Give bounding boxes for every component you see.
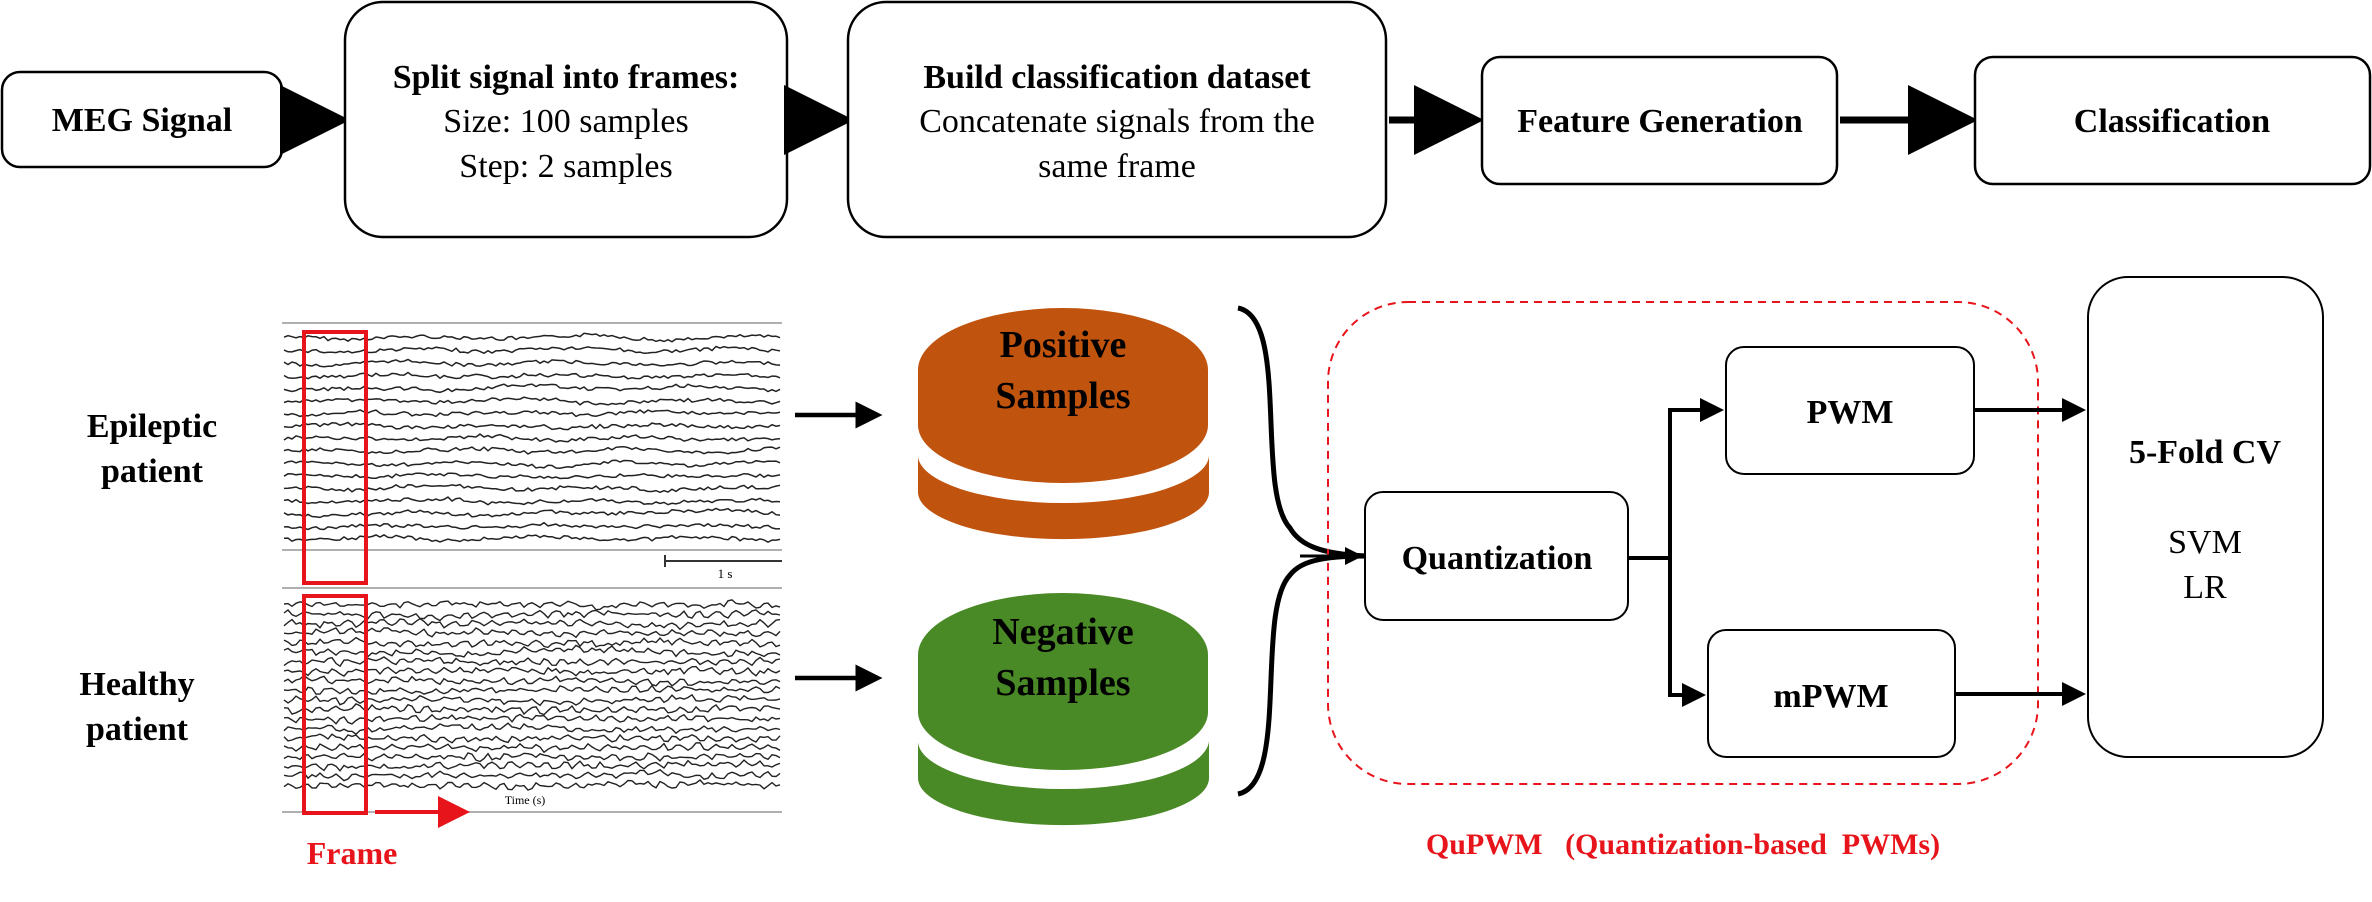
signal-trace xyxy=(283,752,781,763)
signal-trace xyxy=(283,617,781,631)
frame-highlight-epileptic xyxy=(302,330,368,585)
signal-trace xyxy=(283,733,781,744)
mpwm-label: mPWM xyxy=(1773,678,1888,715)
positive-samples-line2: Samples xyxy=(995,375,1130,417)
pwm-label: PWM xyxy=(1807,394,1894,431)
split-frames-size: Size: 100 samples xyxy=(443,103,689,140)
cv-title: 5-Fold CV xyxy=(2129,434,2282,471)
classification-box: Classification xyxy=(1973,55,2372,186)
quantization-box: Quantization xyxy=(1364,491,1629,621)
signal-trace xyxy=(283,345,781,355)
epileptic-meg-traces: 1 s xyxy=(282,322,782,581)
signal-trace xyxy=(283,433,781,443)
split-frames-title: Split signal into frames: xyxy=(393,59,740,96)
time-scale-bar: 1 s xyxy=(664,555,782,581)
feature-generation-label: Feature Generation xyxy=(1517,103,1803,140)
time-axis-label: Time (s) xyxy=(505,793,546,807)
positive-samples-cylinder: Positive Samples xyxy=(918,308,1209,540)
negative-samples-cylinder: Negative Samples xyxy=(918,593,1209,826)
signal-trace xyxy=(283,779,781,791)
mpwm-box: mPWM xyxy=(1707,629,1956,758)
signal-trace xyxy=(283,507,781,519)
meg-signal-label: MEG Signal xyxy=(52,102,232,139)
signal-trace xyxy=(283,713,781,725)
signal-trace xyxy=(283,459,781,469)
negative-samples-line2: Samples xyxy=(995,662,1130,704)
signal-trace xyxy=(283,421,781,431)
signal-trace xyxy=(283,644,781,658)
cv-method-lr: LR xyxy=(2183,569,2227,606)
epileptic-label-line2: patient xyxy=(101,453,204,490)
meg-signal-box: MEG Signal xyxy=(0,70,284,169)
signal-trace xyxy=(283,656,781,668)
signal-trace xyxy=(283,445,781,455)
signal-trace xyxy=(283,599,781,611)
frame-label: Frame xyxy=(307,835,398,871)
signal-trace xyxy=(283,703,781,716)
signal-trace xyxy=(283,396,781,406)
healthy-meg-traces: Time (s) xyxy=(282,587,782,813)
signal-trace xyxy=(283,383,781,394)
signal-trace xyxy=(283,371,781,380)
healthy-label-line1: Healthy xyxy=(79,666,194,703)
signal-trace xyxy=(283,768,781,782)
quantization-label: Quantization xyxy=(1402,540,1593,577)
qupwm-caption: QuPWM (Quantization-based PWMs) xyxy=(1426,828,1940,861)
signal-trace xyxy=(283,332,781,343)
healthy-label-line2: patient xyxy=(86,711,189,748)
branch-to-mpwm xyxy=(1668,558,1706,707)
build-dataset-line1: Concatenate signals from the xyxy=(919,103,1315,140)
signal-trace xyxy=(283,742,781,754)
frame-highlight-healthy xyxy=(302,594,368,815)
split-frames-step: Step: 2 samples xyxy=(459,148,672,185)
time-scale-label: 1 s xyxy=(718,566,733,581)
signal-trace xyxy=(283,609,781,622)
branch-to-pwm xyxy=(1628,398,1724,560)
cross-validation-box: 5-Fold CV SVM LR xyxy=(2087,276,2324,758)
build-dataset-line2: same frame xyxy=(1038,148,1196,185)
positive-samples-line1: Positive xyxy=(1000,324,1127,366)
signal-trace xyxy=(283,358,781,368)
signal-trace xyxy=(283,472,781,480)
signal-trace xyxy=(283,483,781,494)
pwm-box: PWM xyxy=(1725,346,1975,475)
signal-trace xyxy=(283,496,781,506)
signal-trace xyxy=(283,627,781,639)
negative-samples-line1: Negative xyxy=(992,611,1133,653)
signal-trace xyxy=(283,759,781,772)
signal-trace xyxy=(283,521,781,531)
signal-trace xyxy=(283,684,781,695)
merge-brace xyxy=(1237,305,1367,797)
cv-method-svm: SVM xyxy=(2168,524,2242,561)
signal-trace xyxy=(283,693,781,707)
signal-trace xyxy=(283,534,781,544)
epileptic-label-line1: Epileptic xyxy=(87,408,217,445)
signal-trace xyxy=(283,665,781,677)
feature-generation-box: Feature Generation xyxy=(1480,55,1839,186)
split-frames-box: Split signal into frames: Size: 100 samp… xyxy=(343,0,789,239)
signal-trace xyxy=(283,722,781,736)
classification-label: Classification xyxy=(2074,103,2271,140)
build-dataset-title: Build classification dataset xyxy=(923,59,1311,96)
signal-trace xyxy=(283,409,781,418)
build-dataset-box: Build classification dataset Concatenate… xyxy=(846,0,1388,239)
signal-trace xyxy=(283,674,781,687)
signal-trace xyxy=(283,636,781,649)
